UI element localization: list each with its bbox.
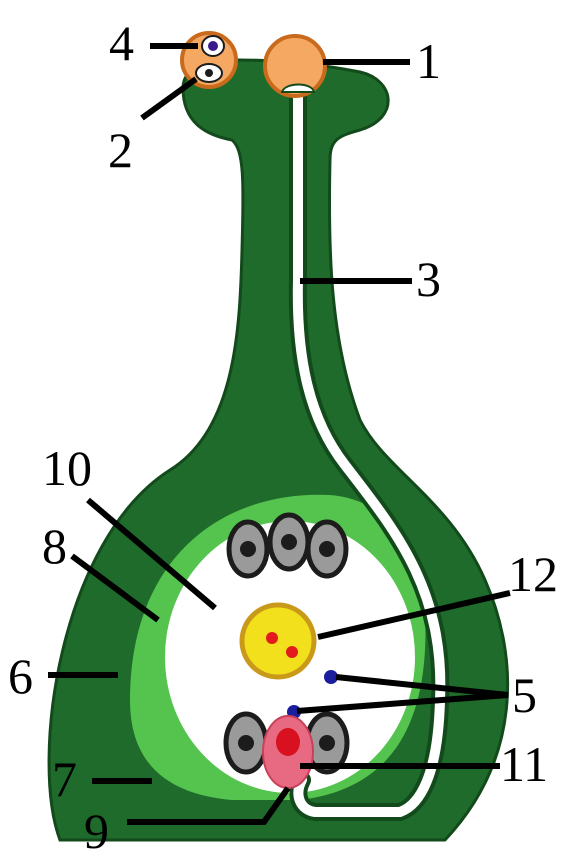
label-12: 12 <box>508 546 558 602</box>
label-9: 9 <box>84 803 109 859</box>
label-7: 7 <box>52 751 77 807</box>
central-cell <box>242 605 314 677</box>
label-3: 3 <box>416 251 441 307</box>
label-2: 2 <box>108 122 133 178</box>
label-10: 10 <box>42 440 92 496</box>
label-4: 4 <box>109 15 134 71</box>
label-11: 11 <box>500 736 548 792</box>
vegetative-nucleus-core <box>205 69 213 77</box>
polar-nucleus-2 <box>286 646 298 658</box>
label-5: 5 <box>512 667 537 723</box>
sperm-cell-upper <box>324 670 338 684</box>
egg-nucleus <box>276 728 300 756</box>
label-8: 8 <box>42 518 67 574</box>
label-6: 6 <box>8 648 33 704</box>
generative-nucleus-core <box>208 41 218 51</box>
polar-nucleus-1 <box>266 632 278 644</box>
antipodal-cells <box>229 515 346 576</box>
label-1: 1 <box>416 33 441 89</box>
